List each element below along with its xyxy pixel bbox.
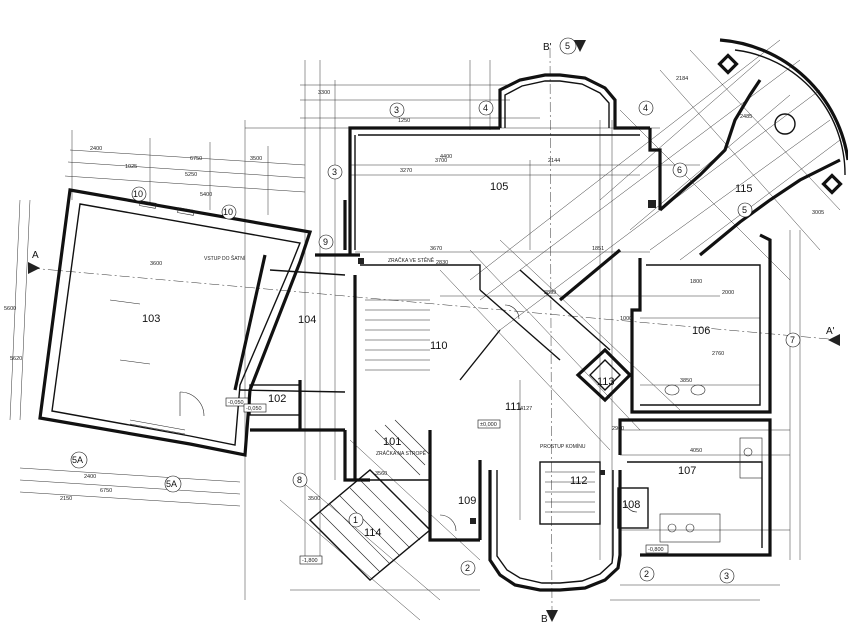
dim-label: 3899 (544, 290, 556, 296)
section-markers: A A' B B' (28, 40, 840, 625)
dim-label: 4400 (440, 154, 452, 160)
level-marker-102: -0,050 (246, 406, 262, 412)
axis-tag-5a-left: 5A (72, 455, 83, 465)
dim-label: 2830 (436, 260, 448, 266)
room-107-label: 107 (678, 465, 696, 477)
axis-tag-1: 1 (353, 515, 358, 525)
axis-tag-3-left: 3 (332, 167, 337, 177)
dim-label: 1000 (620, 316, 632, 322)
axis-tag-5-right: 5 (742, 205, 747, 215)
dim-label: 2400 (90, 146, 102, 152)
dim-label: 6750 (100, 488, 112, 494)
room-112-label: 112 (570, 475, 588, 487)
axis-tag-10-a: 10 (133, 189, 143, 199)
room-113-label: 113 (597, 376, 615, 388)
axis-tag-6: 6 (677, 165, 682, 175)
room-110-label: 110 (430, 340, 448, 352)
dim-label: 1250 (398, 118, 410, 124)
room-104-label: 104 (298, 314, 316, 326)
room-109-label: 109 (458, 495, 476, 507)
axis-tags: 5 3 3 4 4 6 10 10 9 7 8 5A 5A 1 2 2 3 5 (70, 37, 801, 584)
dim-label: 3850 (680, 378, 692, 384)
note-hatch-in-ceiling: ZRÁČKA NA STROPĚ (376, 449, 427, 457)
note-entry-wardrobe: VSTUP DO ŠATNÍ (204, 255, 246, 262)
dim-label: 3300 (318, 90, 330, 96)
axis-tag-5-top: 5 (565, 41, 570, 51)
axis-tag-2-right: 2 (644, 569, 649, 579)
dim-label: 3560 (375, 471, 387, 477)
dim-label: 2000 (722, 290, 734, 296)
dim-label: 2150 (60, 496, 72, 502)
room-103-label: 103 (142, 313, 160, 325)
dim-label: 5620 (10, 356, 22, 362)
room-102-label: 102 (268, 393, 286, 405)
dim-label: 2760 (712, 351, 724, 357)
dim-label: 4127 (520, 406, 532, 412)
dim-label: 6750 (190, 156, 202, 162)
axis-tag-3-bottom: 3 (724, 571, 729, 581)
room-101-label: 101 (383, 436, 401, 448)
dim-label: 5400 (200, 192, 212, 198)
dim-label: 2485 (740, 114, 752, 120)
dim-label: 3500 (308, 496, 320, 502)
dim-label: 5600 (4, 306, 16, 312)
axis-tag-7: 7 (790, 335, 795, 345)
dim-label: 2184 (676, 76, 688, 82)
dim-label: 2900 (612, 426, 624, 432)
dim-label: 3270 (400, 168, 412, 174)
section-a-left-label: A (32, 250, 39, 261)
axis-tag-10-b: 10 (223, 207, 233, 217)
room-106-label: 106 (692, 325, 710, 337)
dimension-labels: 6750 5250 2400 1025 3500 3270 2144 3700 … (4, 76, 824, 502)
section-b-bottom-label: B (541, 614, 548, 625)
dim-label: 3700 (435, 158, 447, 164)
plan-notes: VSTUP DO ŠATNÍ ZRAČKA VE STĚNĚ PROSTUP K… (204, 255, 586, 457)
axis-tag-9: 9 (323, 237, 328, 247)
note-chimney-passage: PROSTUP KOMÍNU (540, 443, 586, 450)
dim-label: 3500 (250, 156, 262, 162)
room-115-label: 115 (735, 183, 753, 195)
axis-tag-4-right: 4 (643, 103, 648, 113)
room-111-label: 111 (505, 401, 522, 413)
dim-label: 4050 (690, 448, 702, 454)
level-markers: -0,050 -0,050 -1,800 -0,800 ±0,000 (225, 397, 669, 565)
dim-label: 1800 (690, 279, 702, 285)
dim-label: 5250 (185, 172, 197, 178)
garage-walls (38, 188, 346, 457)
axis-tag-3-top: 3 (394, 105, 399, 115)
axis-tag-5a-right: 5A (166, 479, 177, 489)
dim-label: 3005 (812, 210, 824, 216)
level-marker-108: -0,800 (648, 547, 664, 553)
dim-label: 2144 (548, 158, 560, 164)
room-102-walls (249, 380, 345, 432)
note-hatch-in-wall: ZRAČKA VE STĚNĚ (388, 256, 435, 264)
room-105-label: 105 (490, 181, 508, 193)
level-marker-garage: -0,050 (228, 400, 244, 406)
level-marker-111: ±0,000 (480, 422, 497, 428)
dim-label: 2400 (84, 474, 96, 480)
room-114-label: 114 (364, 527, 382, 539)
dim-label: 3600 (150, 261, 162, 267)
room-numbers: 103 104 102 101 105 110 111 113 106 115 … (142, 181, 753, 539)
room-108-label: 108 (622, 499, 640, 511)
dim-label: 1851 (592, 246, 604, 252)
axis-tag-8: 8 (297, 475, 302, 485)
axis-tag-2-left: 2 (465, 563, 470, 573)
section-a-right-label: A' (826, 326, 835, 337)
dim-label: 1025 (125, 164, 137, 170)
dim-label: 3670 (430, 246, 442, 252)
level-marker-stairs: -1,800 (302, 558, 318, 564)
main-house-walls (308, 38, 848, 592)
axis-tag-4-left: 4 (483, 103, 488, 113)
section-b-top-label: B' (543, 42, 552, 53)
